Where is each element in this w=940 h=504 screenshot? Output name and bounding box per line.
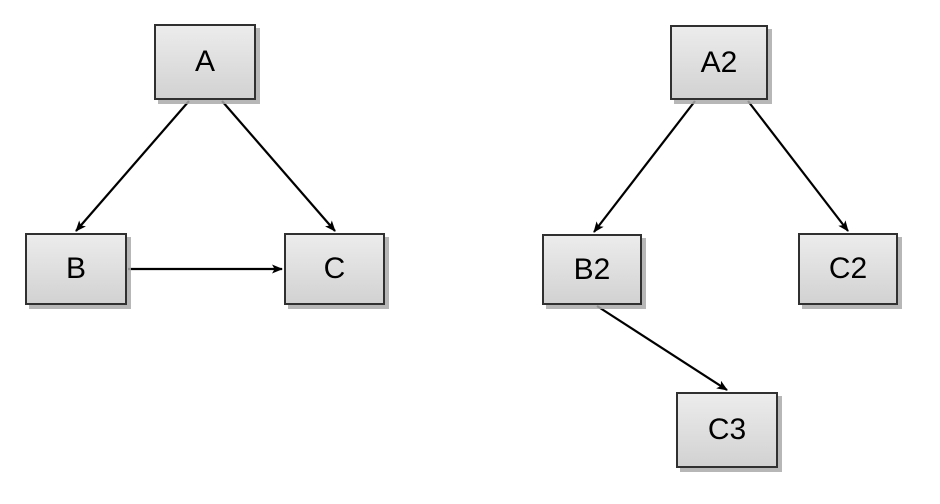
- node-c3[interactable]: C3: [676, 392, 778, 468]
- node-b2[interactable]: B2: [542, 234, 642, 305]
- node-c2[interactable]: C2: [798, 233, 898, 305]
- node-label: A: [194, 45, 215, 78]
- edge-a-to-c[interactable]: [221, 100, 336, 232]
- node-label: C: [323, 252, 346, 285]
- node-a2[interactable]: A2: [670, 25, 768, 100]
- node-label: A2: [700, 45, 738, 79]
- edge-b2-to-c3[interactable]: [596, 305, 728, 391]
- node-c[interactable]: C: [284, 233, 385, 305]
- edges-group: [75, 100, 849, 391]
- node-label: C2: [828, 252, 868, 285]
- node-label: B: [65, 252, 86, 285]
- edge-a2-to-c2[interactable]: [747, 100, 849, 232]
- node-a[interactable]: A: [154, 24, 256, 100]
- node-label: C3: [707, 413, 747, 446]
- edge-a2-to-b2[interactable]: [593, 100, 696, 233]
- edge-a-to-b[interactable]: [75, 100, 190, 232]
- node-b[interactable]: B: [25, 233, 127, 305]
- node-label: B2: [573, 252, 611, 286]
